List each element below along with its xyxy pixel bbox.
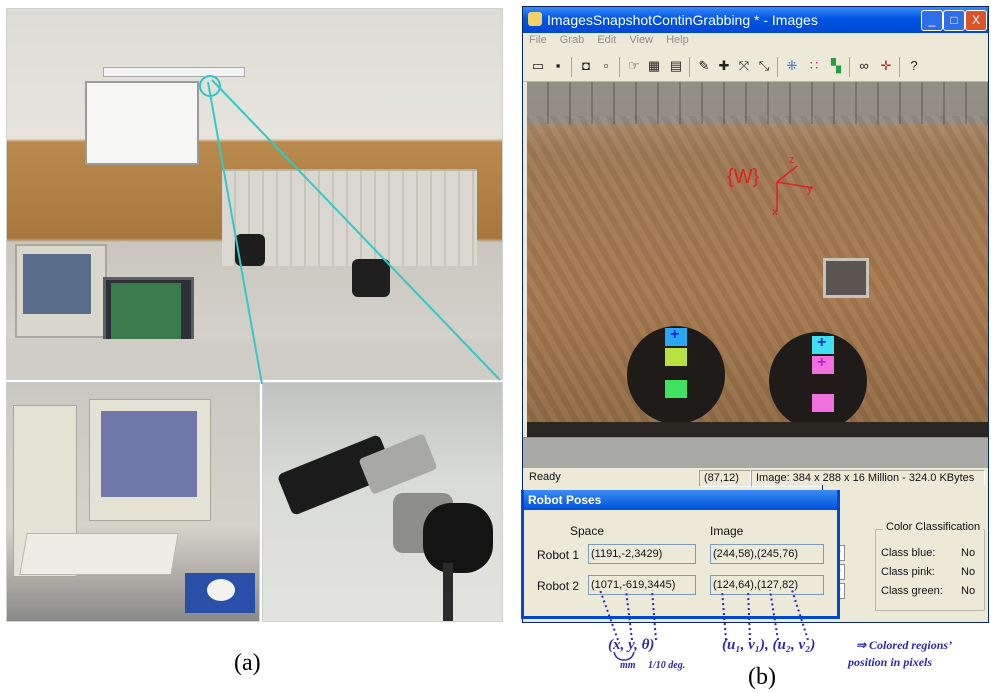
robot-poses-titlebar[interactable]: Robot Poses	[524, 490, 837, 510]
laptop-screen	[111, 283, 181, 339]
toolbar-separator	[689, 57, 690, 77]
toolbar-separator	[849, 57, 850, 77]
centroid-marker: +	[817, 334, 827, 351]
workstation-photo	[6, 382, 260, 622]
status-ready: Ready	[529, 471, 561, 483]
lower-panel	[523, 437, 988, 468]
ceiling-camera-mount	[103, 67, 245, 77]
menu-file[interactable]: File	[529, 34, 547, 46]
monitor-screen	[101, 411, 197, 497]
centroid-marker: +	[670, 326, 680, 343]
world-frame-label: {W}	[727, 166, 760, 188]
class-green-label: Class green:	[881, 585, 943, 597]
camera-photo	[262, 382, 503, 622]
pick-icon[interactable]: ✎	[698, 58, 710, 73]
robot-1-label: Robot 1	[537, 548, 580, 562]
green-patch	[665, 348, 687, 366]
image-variables: (u₁, v₁), (u₂, v₂)	[722, 637, 816, 653]
color-dots-icon[interactable]: ∷	[809, 58, 819, 73]
class-pink-value: No	[961, 566, 976, 578]
annotation-text: ⇒ Colored regions’	[856, 638, 953, 652]
color-classification-title: Color Classification	[883, 521, 984, 533]
app-icon	[528, 12, 542, 26]
class-green-value: No	[961, 585, 976, 597]
toolbar-separator	[619, 57, 620, 77]
robot-1-image-field[interactable]: (244,58),(245,76)	[710, 544, 824, 564]
annotation-text-2: position in pixels	[848, 655, 933, 669]
blue-patch	[812, 336, 834, 354]
title-bar[interactable]: ImagesSnapshotContinGrabbing * - Images …	[523, 7, 988, 33]
centroid-marker: +	[817, 354, 827, 371]
color-grid-icon[interactable]: ⁜	[786, 58, 798, 73]
floor-plate	[823, 258, 869, 298]
status-bar: Ready (87,12) Image: 384 x 288 x 16 Mill…	[523, 468, 988, 488]
axis-y-label: y	[807, 183, 813, 195]
open-icon[interactable]: ▭	[531, 58, 545, 73]
toolbar-separator	[571, 57, 572, 77]
axis-z-label: z	[789, 154, 795, 166]
toolbar-separator	[777, 57, 778, 77]
hand-icon[interactable]: ☞	[628, 58, 640, 73]
menu-view[interactable]: View	[629, 34, 654, 46]
robot-2-space-field[interactable]: (1071,-619,3445)	[588, 575, 696, 595]
minimize-button[interactable]: _	[921, 10, 943, 31]
help-icon[interactable]: ?	[910, 58, 918, 73]
monitor-screen	[23, 254, 91, 314]
space-header: Space	[570, 524, 605, 538]
axis-x-label: x	[772, 206, 778, 218]
menu-grab[interactable]: Grab	[559, 34, 585, 46]
menu-bar: File Grab Edit View Help	[523, 34, 988, 52]
space-variables: (x, y, θ)	[608, 637, 655, 653]
deg-unit: 1/10 deg.	[648, 660, 686, 671]
maximize-button[interactable]: □	[943, 10, 965, 31]
mount-cylinder	[423, 503, 493, 573]
blue-patch	[665, 328, 687, 346]
menu-edit[interactable]: Edit	[597, 34, 617, 46]
status-coords: (87,12)	[699, 470, 751, 487]
binoculars-icon[interactable]: ∞	[859, 58, 869, 73]
image-header: Image	[710, 524, 744, 538]
close-button[interactable]: X	[965, 10, 987, 31]
panel-b-label: (b)	[748, 664, 776, 690]
camera-image-view[interactable]: {W} z y x + + +	[527, 82, 988, 437]
crosshair-icon[interactable]: ✚	[718, 58, 730, 73]
world-axes	[776, 165, 814, 212]
robot-poses-dialog: Robot Poses Space Image Robot 1 (1191,-2…	[521, 490, 840, 619]
class-blue-label: Class blue:	[881, 547, 936, 559]
set-icon[interactable]: ✛	[880, 58, 892, 73]
toolbar-separator	[899, 57, 900, 77]
robot-poses-title: Robot Poses	[528, 493, 602, 507]
toolbar: ▭ ▪ ◘ ▫ ☞ ▦ ▤ ✎ ✚ ⤧ ⤡ ⁜ ∷ ▚ ∞ ✛ ?	[523, 53, 988, 82]
save-icon[interactable]: ▪	[555, 58, 561, 73]
pink-patch	[812, 356, 834, 374]
wall-shadow	[527, 422, 988, 437]
robot-2-image-field[interactable]: (124,64),(127,82)	[710, 575, 824, 595]
class-icon[interactable]: ▦	[647, 58, 661, 73]
pink-patch	[812, 394, 834, 412]
mount-rod	[443, 563, 453, 621]
camera-alt-icon[interactable]: ▫	[603, 58, 609, 73]
axes-icon[interactable]: ⤧	[738, 58, 750, 73]
green-patch	[665, 380, 687, 398]
parquet-floor	[527, 116, 988, 437]
menu-help[interactable]: Help	[666, 34, 689, 46]
panel-a-label: (a)	[234, 650, 261, 676]
mm-unit: mm	[620, 660, 636, 671]
robot-2-label: Robot 2	[537, 579, 580, 593]
whiteboard	[85, 81, 199, 165]
color-squares-icon[interactable]: ▚	[831, 58, 841, 73]
robot-1-space-field[interactable]: (1191,-2,3429)	[588, 544, 696, 564]
mouse	[207, 579, 235, 601]
resize-icon[interactable]: ⤡	[758, 58, 770, 73]
class-pink-label: Class pink:	[881, 566, 935, 578]
arena-wall	[527, 82, 988, 124]
list-icon[interactable]: ▤	[669, 58, 683, 73]
class-blue-value: No	[961, 547, 976, 559]
window-title: ImagesSnapshotContinGrabbing * - Images	[547, 12, 818, 28]
camera-icon[interactable]: ◘	[582, 58, 590, 73]
